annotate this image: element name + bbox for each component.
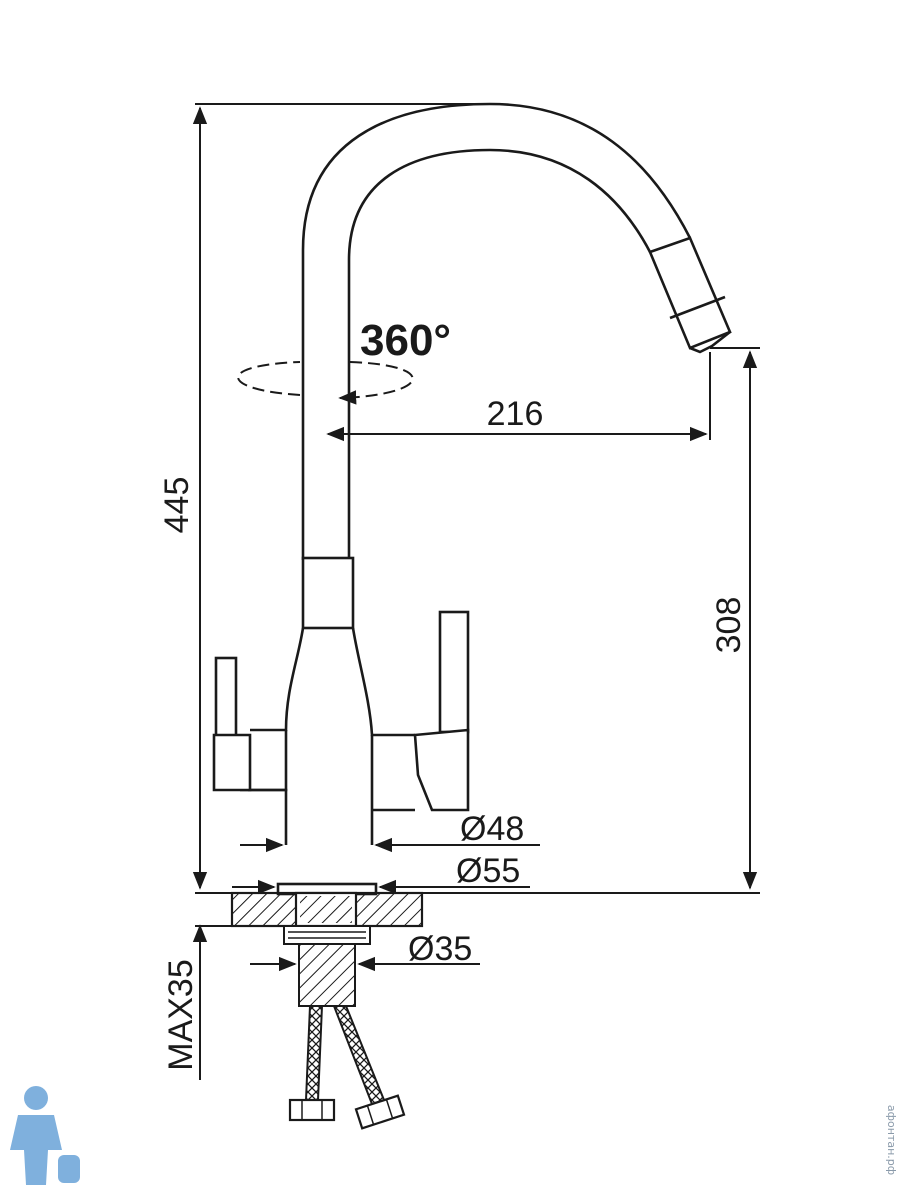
rotation-arrow — [237, 361, 414, 398]
base-diameter-55-label: Ø55 — [456, 852, 520, 890]
spout-collar — [301, 556, 355, 630]
shank-diameter-label: Ø35 — [408, 930, 472, 968]
base-diameter-48-label: Ø48 — [460, 810, 524, 848]
countertop-section — [230, 891, 424, 1007]
left-lever — [214, 656, 238, 740]
body-outline — [250, 627, 415, 737]
reach-label: 216 — [487, 395, 544, 433]
max-countertop-label: MAX35 — [162, 959, 200, 1071]
mounting-nut — [283, 925, 371, 945]
dimension-lines — [192, 103, 760, 1080]
supply-hoses — [288, 1005, 406, 1130]
plumber-icon — [10, 1086, 80, 1185]
shank — [298, 943, 356, 1007]
rotation-label: 360° — [360, 316, 451, 365]
watermark-site: афонтан.рф — [885, 1105, 898, 1175]
spout-height-label: 308 — [710, 597, 748, 654]
aerator-head — [648, 236, 732, 350]
faucet-body — [212, 102, 732, 896]
right-lever — [438, 610, 470, 734]
hose-fitting-left — [288, 1098, 336, 1122]
height-total-label: 445 — [158, 477, 196, 534]
hose-fitting-right — [354, 1094, 406, 1130]
spout-inner — [347, 148, 652, 560]
